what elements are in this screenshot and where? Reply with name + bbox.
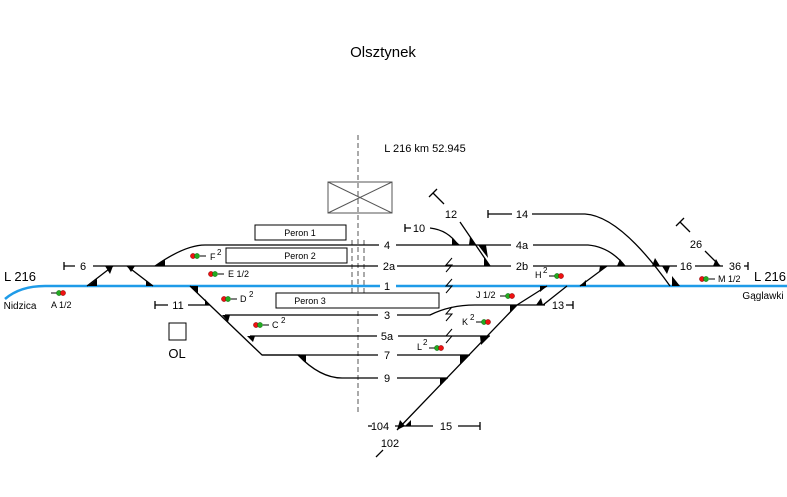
platform-2: Peron 2 [225, 247, 348, 264]
direction-gaglawki: Gąglawki [742, 291, 783, 302]
track-label-104: 104 [371, 421, 389, 433]
track-label-15: 15 [440, 421, 452, 433]
svg-text:H: H [535, 270, 542, 280]
svg-text:L: L [417, 342, 422, 352]
svg-text:2: 2 [249, 290, 254, 299]
svg-text:K: K [462, 317, 468, 327]
platform-1: Peron 1 [254, 224, 347, 241]
signal-E: E 1/2 [208, 269, 249, 279]
svg-text:2: 2 [423, 338, 428, 347]
svg-text:2: 2 [281, 316, 286, 325]
track-label-26: 26 [690, 239, 702, 251]
track-15 [368, 422, 481, 430]
ol-box [168, 322, 187, 341]
svg-text:D: D [240, 294, 247, 304]
track-label-2b: 2b [516, 261, 528, 273]
track-label-6: 6 [80, 261, 86, 273]
track-1-main-line [4, 284, 787, 300]
track-label-11: 11 [172, 300, 183, 312]
svg-text:2: 2 [543, 266, 548, 275]
svg-text:Peron 3: Peron 3 [294, 296, 326, 306]
km-marker: L 216 km 52.945 [384, 143, 466, 155]
track-9 [297, 354, 448, 379]
track-label-14: 14 [516, 209, 528, 221]
signal-M: M 1/2 [699, 274, 741, 284]
station-building [327, 181, 393, 214]
track-2a [63, 262, 749, 270]
track-label-16: 16 [680, 261, 692, 273]
svg-text:C: C [272, 320, 279, 330]
svg-text:E 1/2: E 1/2 [228, 269, 249, 279]
signal-A: A 1/2 [51, 290, 72, 310]
track-label-4: 4 [384, 240, 390, 252]
ol-label: OL [168, 346, 185, 361]
track-label-2a: 2a [383, 261, 396, 273]
track-label-12: 12 [445, 209, 457, 221]
track-label-9: 9 [384, 373, 390, 385]
track-12 [428, 188, 491, 267]
track-label-13: 13 [552, 300, 564, 312]
track-label-102: 102 [381, 438, 399, 450]
svg-text:2: 2 [217, 248, 222, 257]
svg-text:M 1/2: M 1/2 [718, 274, 741, 284]
line-label-left: L 216 [4, 269, 36, 284]
svg-text:2: 2 [470, 313, 475, 322]
track-label-3: 3 [384, 310, 390, 322]
insulated-joint-icons [444, 257, 454, 344]
track-label-4a: 4a [516, 240, 529, 252]
track-11 [154, 301, 210, 309]
track-14 [487, 210, 671, 287]
station-title: Olsztynek [350, 44, 416, 61]
signal-J: J 1/2 [476, 290, 515, 300]
line-label-right: L 216 [754, 269, 786, 284]
svg-text:Peron 1: Peron 1 [284, 228, 316, 238]
track-label-1: 1 [384, 281, 390, 293]
svg-text:F: F [210, 252, 216, 262]
track-label-10: 10 [413, 223, 425, 235]
svg-text:Peron 2: Peron 2 [284, 251, 316, 261]
direction-nidzica: Nidzica [4, 301, 37, 312]
track-label-5a: 5a [381, 331, 394, 343]
svg-text:A 1/2: A 1/2 [51, 300, 72, 310]
track-label-36: 36 [729, 261, 741, 273]
svg-text:J 1/2: J 1/2 [476, 290, 496, 300]
platform-3: Peron 3 [275, 292, 440, 309]
track-label-7: 7 [384, 350, 390, 362]
